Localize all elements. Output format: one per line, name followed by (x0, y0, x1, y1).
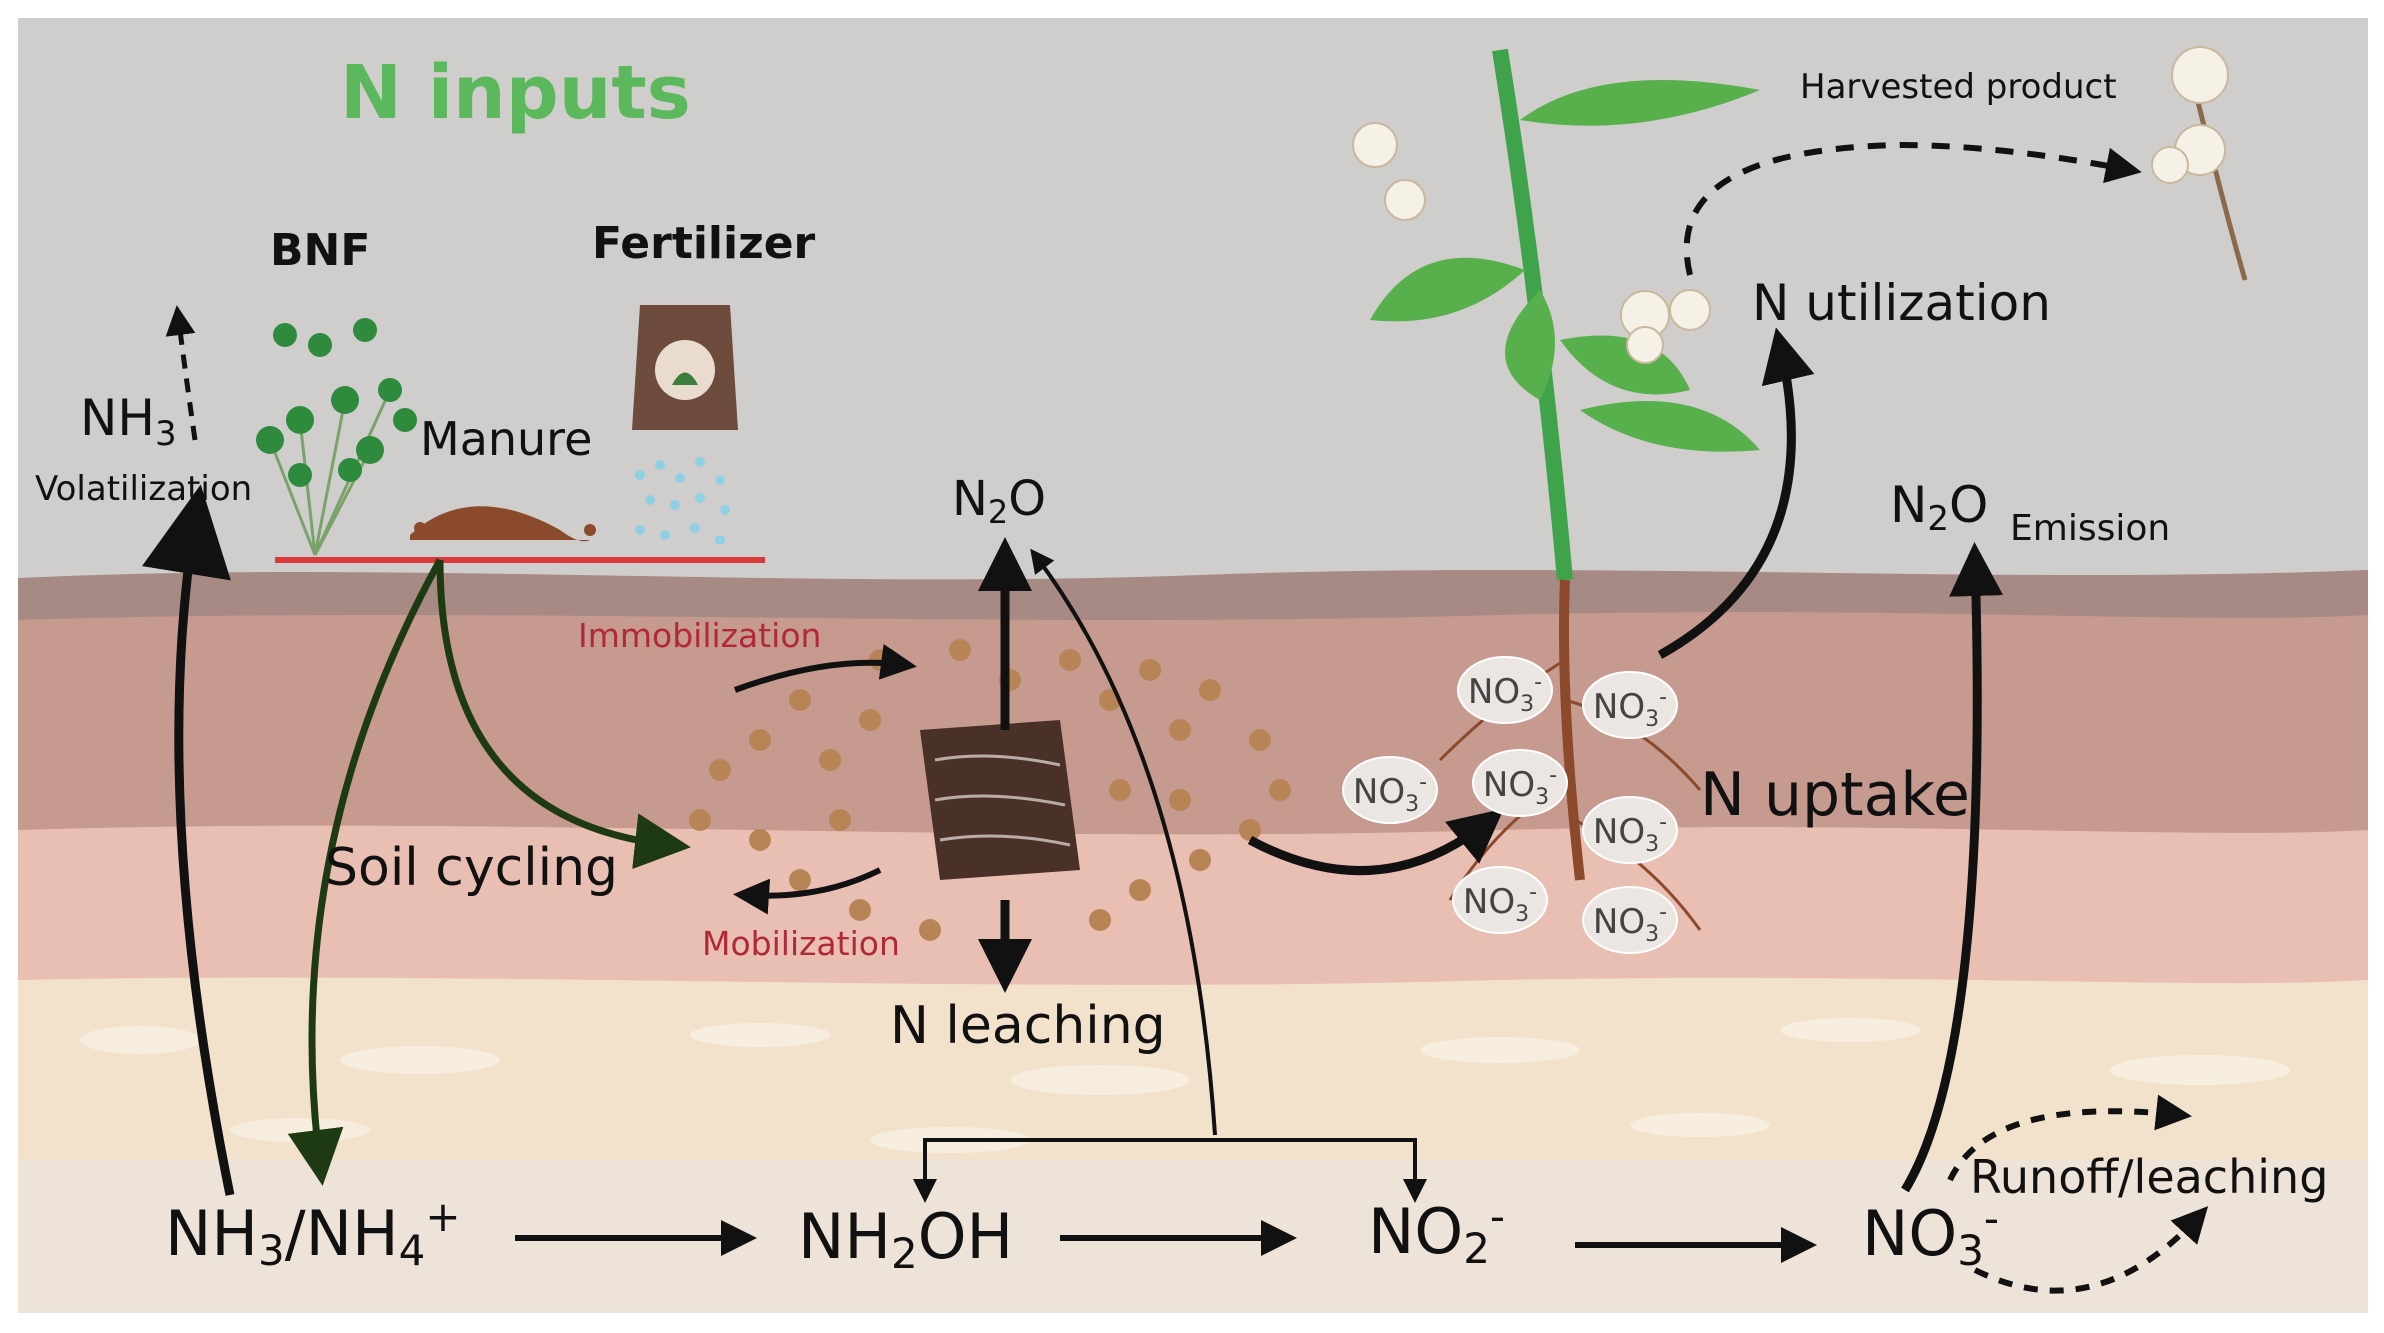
svg-text:NO3-: NO3- (1468, 670, 1542, 717)
nitrate-bubble: NO3- (1452, 866, 1548, 934)
manure-label: Manure (420, 412, 592, 466)
bnf-label: BNF (270, 225, 370, 276)
cotton-plant-icon (1352, 48, 1760, 931)
nitrate-bubble: NO3- (1582, 886, 1678, 954)
manure-pile-icon (410, 506, 596, 542)
nitrite-label: NO2- (1368, 1192, 1505, 1273)
svg-text:NO3-: NO3- (1353, 770, 1427, 817)
nitrate-bubble: NO3- (1582, 671, 1678, 739)
runoff-leaching-label: Runoff/leaching (1970, 1150, 2328, 1204)
input-to-ammonium-arrow (287, 558, 444, 1186)
soil-cycling-label: Soil cycling (325, 838, 618, 898)
soil-cycling-arrow (436, 559, 691, 870)
emission-arrow (1901, 542, 2004, 1193)
arrows (142, 141, 2209, 1294)
harvested-product-label: Harvested product (1800, 67, 2117, 107)
uptake-to-utilization-arrow (1657, 327, 1815, 659)
n2o-right-label: N2O (1890, 476, 1988, 539)
upper-soil-layer (18, 612, 2368, 840)
taproot (1559, 579, 1585, 881)
mobilization-label: Mobilization (702, 924, 900, 963)
runoff-lower-arrow (1973, 1206, 2209, 1294)
middle-soil-layer (18, 825, 2368, 990)
hydroxylamine-label: NH2OH (798, 1200, 1013, 1278)
fertilizer-granules (635, 457, 730, 545)
fertilizer-bag-icon (632, 305, 738, 545)
denitrification-to-n2o-arrow (1030, 548, 1217, 1136)
svg-text:NO3-: NO3- (1483, 763, 1557, 810)
n-uptake-label: N uptake (1700, 760, 1970, 830)
immobilization-arrow (733, 643, 917, 693)
volatilization-label: Volatilization (35, 469, 252, 509)
volatilization-arrow (142, 484, 235, 1196)
svg-text:NO3-: NO3- (1593, 810, 1667, 857)
svg-text:NO3-: NO3- (1593, 685, 1667, 732)
nitrate-chain-label: NO3- (1862, 1194, 1999, 1275)
harvest-arrow (1683, 141, 2142, 276)
mineral-to-nitrate-arrow (1247, 808, 1504, 876)
svg-text:NO3-: NO3- (1463, 880, 1537, 927)
soil-aggregate-cluster (689, 639, 1291, 941)
soil-particles (689, 639, 1291, 941)
ammonium-label: NH3/NH4+ (165, 1192, 461, 1275)
background-layers (18, 18, 2368, 1313)
nitrate-bubble: NO3- (1582, 796, 1678, 864)
n-leaching-label: N leaching (890, 996, 1166, 1056)
nitrate-bubble: NO3- (1472, 749, 1568, 817)
nh3-label: NH3 (80, 389, 177, 454)
svg-text:NO3-: NO3- (1593, 900, 1667, 947)
n-utilization-label: N utilization (1752, 274, 2051, 332)
n2o-center-label: N2O (952, 471, 1046, 531)
nitrate-bubble: NO3- (1457, 656, 1553, 724)
clover-plant-icon (256, 318, 417, 556)
emission-label: Emission (2010, 508, 2170, 549)
n-inputs-title: N inputs (340, 50, 691, 136)
harvested-cotton-icon (2151, 46, 2248, 281)
nitrate-bubbles: NO3- NO3- NO3- NO3- NO3- NO3- NO3- (1342, 656, 1678, 954)
nitrate-bubble: NO3- (1342, 756, 1438, 824)
immobilization-label: Immobilization (578, 616, 821, 655)
mobilization-arrow (733, 867, 882, 915)
fertilizer-label: Fertilizer (592, 218, 816, 269)
cotton-bolls (1352, 122, 1711, 364)
